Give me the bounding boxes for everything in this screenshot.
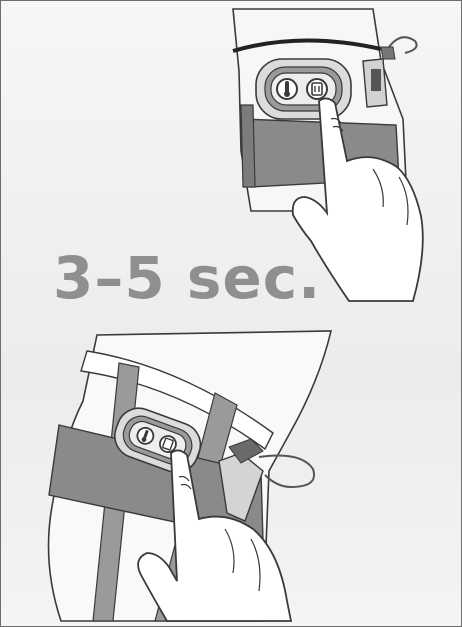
bottom-illustration [1,1,461,626]
instruction-illustration: 3–5 sec. [0,0,462,627]
